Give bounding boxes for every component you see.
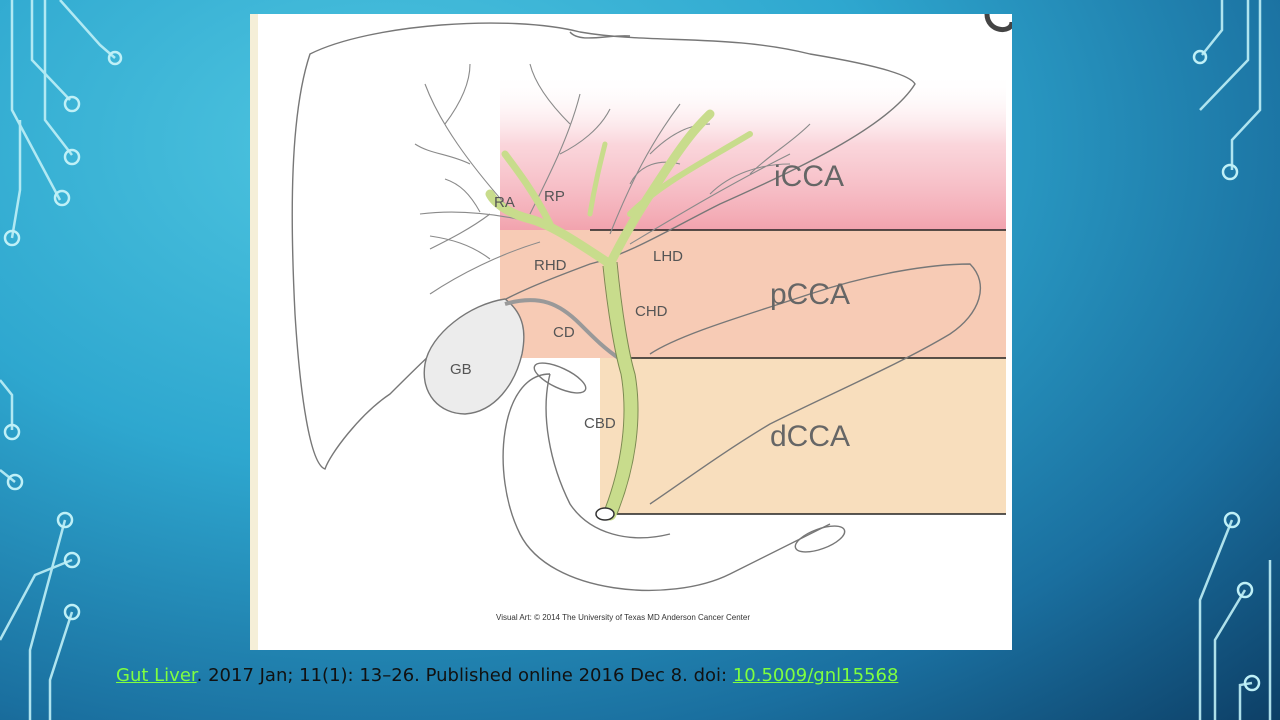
left-hepatic-duct — [605, 109, 715, 269]
citation-line: Gut Liver. 2017 Jan; 11(1): 13–26. Publi… — [116, 665, 1216, 686]
label-ra: RA — [494, 194, 515, 211]
liver-outline — [291, 22, 916, 470]
zone-pcca-band — [500, 230, 1006, 358]
common-bile-duct — [603, 257, 638, 521]
citation-text: . 2017 Jan; 11(1): 13–26. Published onli… — [196, 665, 733, 686]
zone-label-icca: iCCA — [774, 160, 844, 193]
zone-label-dcca: dCCA — [770, 420, 850, 453]
zone-dcca-band — [600, 358, 1006, 514]
right-hepatic-duct — [485, 189, 615, 269]
label-rhd: RHD — [534, 257, 567, 274]
gallbladder-outline — [423, 298, 525, 415]
duodenum-outline — [502, 373, 831, 592]
figure-credit: Visual Art: © 2014 The University of Tex… — [496, 613, 750, 622]
label-gb: GB — [450, 361, 472, 378]
label-lhd: LHD — [653, 248, 683, 265]
journal-link[interactable]: Gut Liver — [116, 665, 197, 686]
zone-label-pcca: pCCA — [770, 278, 850, 311]
doi-link[interactable]: 10.5009/gnl15568 — [732, 665, 899, 686]
label-cd: CD — [553, 324, 575, 341]
label-chd: CHD — [635, 303, 668, 320]
pancreas-outline — [649, 263, 981, 505]
label-rp: RP — [544, 188, 565, 205]
zone-icca-band — [500, 74, 1006, 230]
anatomy-figure: RA RP RHD LHD CHD CD GB CBD iCCA pCCA dC… — [250, 14, 1012, 650]
label-cbd: CBD — [584, 415, 616, 432]
